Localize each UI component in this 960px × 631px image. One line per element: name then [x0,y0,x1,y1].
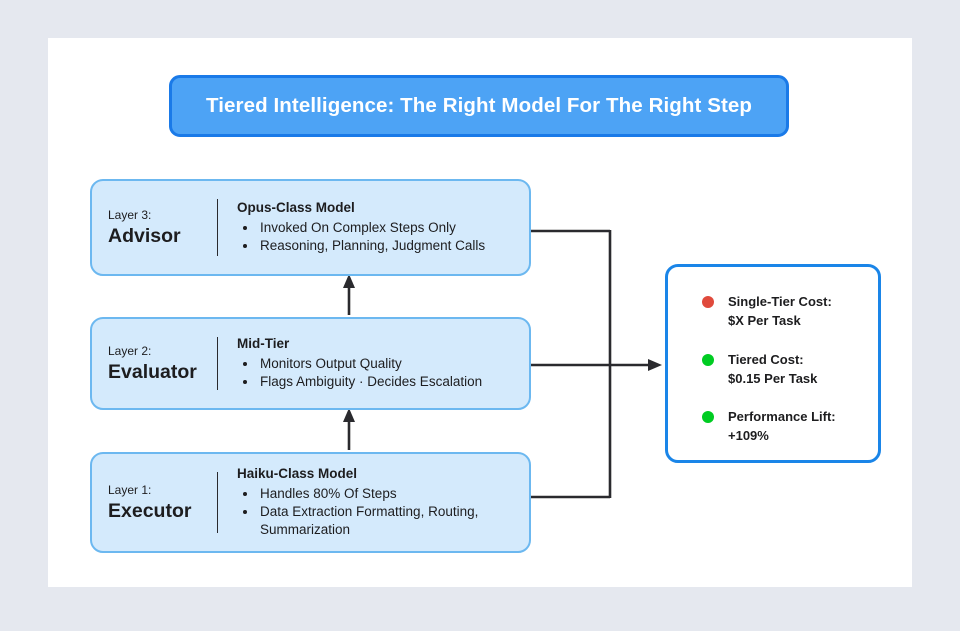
layer-divider [217,337,218,390]
list-item: Flags Ambiguity · Decides Escalation [258,373,519,391]
layer-identity-executor: Layer 1: Executor [92,482,217,524]
diagram-card: Tiered Intelligence: The Right Model For… [48,38,912,587]
result-item-single-tier-cost: Single-Tier Cost: $X Per Task [702,293,878,331]
results-panel: Single-Tier Cost: $X Per Task Tiered Cos… [665,264,881,463]
layer-name: Evaluator [108,360,197,383]
red-status-dot [702,296,714,308]
result-text: Single-Tier Cost: $X Per Task [728,293,832,331]
layer-divider [217,472,218,533]
result-label: Tiered Cost: [728,351,804,367]
list-item: Handles 80% Of Steps [258,485,519,503]
green-status-dot [702,411,714,424]
layer-box-advisor[interactable]: Layer 3: Advisor Opus-Class Model Invoke… [90,179,531,276]
arrow-layer2-to-layer3-head [343,274,355,288]
list-item: Data Extraction Formatting, Routing, Sum… [258,503,519,540]
diagram-title-banner: Tiered Intelligence: The Right Model For… [169,75,789,137]
layer-bullet-list: Handles 80% Of Steps Data Extraction For… [237,485,519,540]
layer-box-evaluator[interactable]: Layer 2: Evaluator Mid-Tier Monitors Out… [90,317,531,410]
layer-tag: Layer 1: [108,482,152,497]
list-item: Invoked On Complex Steps Only [258,219,519,237]
result-value: +109% [728,428,769,444]
layer-model-label: Opus-Class Model [237,200,355,216]
layer-details-advisor: Opus-Class Model Invoked On Complex Step… [218,199,529,255]
layer-details-executor: Haiku-Class Model Handles 80% Of Steps D… [218,465,529,540]
layer-name: Executor [108,499,192,522]
diagram-title-text: Tiered Intelligence: The Right Model For… [205,94,753,117]
layer-box-executor[interactable]: Layer 1: Executor Haiku-Class Model Hand… [90,452,531,553]
layer-identity-advisor: Layer 3: Advisor [92,207,217,249]
result-text: Performance Lift: +109% [728,408,836,446]
result-item-tiered-cost: Tiered Cost: $0.15 Per Task [702,351,878,389]
layer-divider [217,199,218,256]
result-label: Single-Tier Cost: [728,294,832,309]
list-item: Monitors Output Quality [258,355,519,373]
result-item-performance-lift: Performance Lift: +109% [702,408,878,446]
layer-model-label: Mid-Tier [237,336,290,352]
layer-details-evaluator: Mid-Tier Monitors Output Quality Flags A… [218,335,529,391]
list-item: Reasoning, Planning, Judgment Calls [258,237,519,255]
result-value: $0.15 Per Task [728,370,818,386]
layer-tag: Layer 3: [108,207,152,222]
connector-to-results-head [648,359,662,371]
layer-name: Advisor [108,224,181,247]
result-value: $X Per Task [728,312,801,328]
arrow-layer1-to-layer2-head [343,408,355,422]
layer-identity-evaluator: Layer 2: Evaluator [92,343,217,385]
layer-bullet-list: Monitors Output Quality Flags Ambiguity … [237,355,519,392]
result-label: Performance Lift: [728,409,836,425]
layer-bullet-list: Invoked On Complex Steps Only Reasoning,… [237,219,519,256]
layer-tag: Layer 2: [108,343,152,358]
result-text: Tiered Cost: $0.15 Per Task [728,351,817,389]
layer-model-label: Haiku-Class Model [237,466,358,482]
green-status-dot [702,353,714,366]
